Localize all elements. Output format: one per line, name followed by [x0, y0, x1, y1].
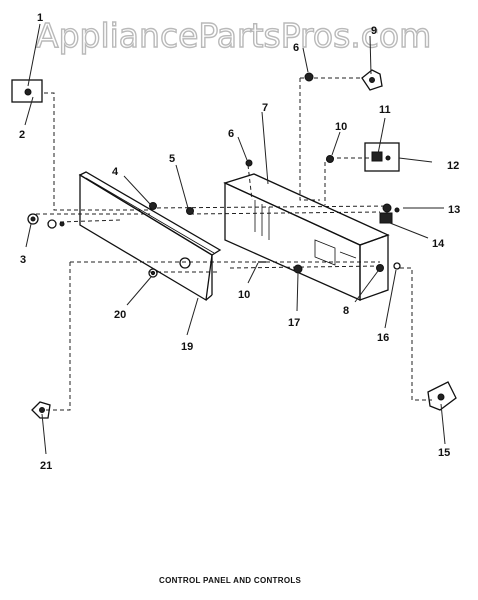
part-9-knob: [361, 69, 383, 91]
callout-11: 11: [379, 104, 391, 116]
front-panel: [78, 171, 222, 302]
callout-2: 2: [19, 129, 25, 141]
part-13-switch: [382, 203, 392, 213]
callout-13: 13: [448, 204, 460, 216]
callout-5: 5: [169, 153, 175, 165]
parts-group: [11, 69, 457, 419]
part-1-bracket: [11, 79, 43, 103]
part-5-screw: [186, 207, 194, 215]
callout-10-top: 10: [335, 121, 347, 133]
leader-lines: [24, 23, 446, 455]
part-17-screw: [293, 264, 303, 274]
callout-9: 9: [371, 25, 377, 37]
part-4-screw: [149, 202, 157, 210]
callout-1: 1: [37, 12, 43, 24]
part-15-timer: [427, 381, 457, 411]
callout-4: 4: [112, 166, 119, 178]
callout-16: 16: [377, 332, 389, 344]
callout-19: 19: [181, 341, 193, 353]
part-12-bracket: [364, 142, 400, 172]
part-21-knob: [31, 401, 51, 419]
callout-10: 10: [238, 289, 250, 301]
part-10-screw: [326, 155, 334, 163]
callout-15: 15: [438, 447, 450, 459]
part-3-knob: [27, 213, 39, 225]
part-14-switch-body: [379, 212, 393, 224]
callouts: 1 2 3 4 5 6 6 7 8 9 10 10 11 12 13 14 15…: [19, 12, 460, 472]
callout-7: 7: [262, 102, 268, 114]
callout-14: 14: [432, 238, 445, 250]
diagram-caption: CONTROL PANEL AND CONTROLS: [159, 576, 302, 585]
part-8-screw: [376, 264, 384, 272]
part-6-screw-top: [304, 72, 314, 82]
callout-20: 20: [114, 309, 126, 321]
callout-17: 17: [288, 317, 300, 329]
watermark-text: AppliancePartsPros.com: [36, 16, 431, 55]
part-20-knob: [148, 268, 158, 278]
part-16-screw: [393, 262, 401, 270]
part-6-screw: [245, 159, 253, 167]
callout-3: 3: [20, 254, 26, 266]
control-panel-console: [223, 173, 390, 302]
callout-8: 8: [343, 305, 349, 317]
callout-6-top: 6: [293, 42, 299, 54]
callout-12: 12: [447, 160, 459, 172]
callout-21: 21: [40, 460, 52, 472]
callout-6: 6: [228, 128, 234, 140]
assembly-lines: [36, 77, 432, 411]
